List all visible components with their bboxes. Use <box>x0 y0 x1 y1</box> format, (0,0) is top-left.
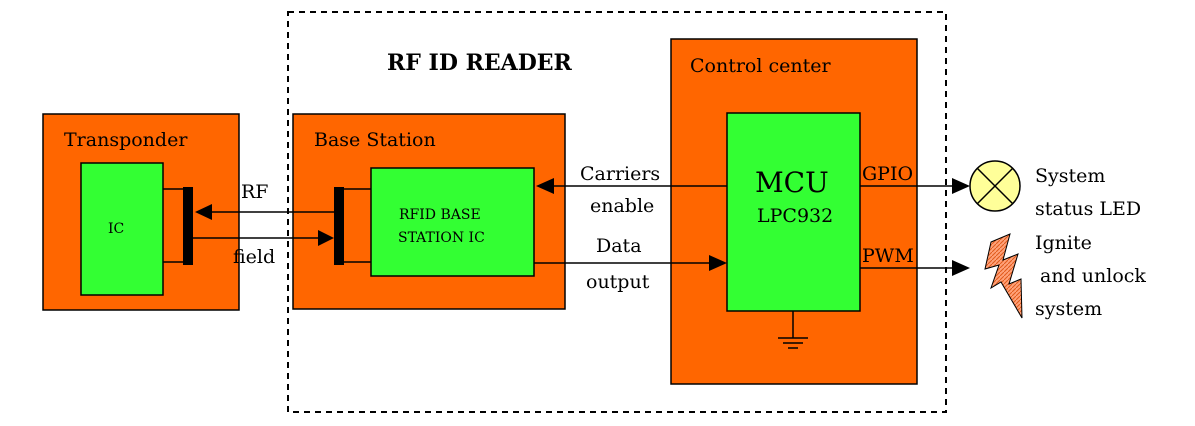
mcu-model: LPC932 <box>757 205 833 227</box>
rf-field-arrowhead-left <box>195 204 212 220</box>
transponder-ic-label: IC <box>108 221 124 237</box>
rf-field-label-line1: RF <box>241 181 269 203</box>
rfid-base-station-ic-line2: STATION IC <box>398 230 485 246</box>
transponder-antenna <box>183 187 193 265</box>
data-output-label-line2: output <box>586 271 650 293</box>
ignite-label-line3: system <box>1035 298 1102 320</box>
gpio-arrowhead <box>952 178 970 194</box>
status-led-icon <box>969 160 1021 212</box>
control-center-label: Control center <box>690 55 831 77</box>
transponder-ic <box>80 162 164 296</box>
rfid-reader-title: RF ID READER <box>387 50 573 76</box>
ground-icon <box>778 337 808 349</box>
rf-field-arrowhead-right <box>318 230 334 246</box>
base-station-antenna <box>334 187 344 265</box>
carriers-enable-arrowhead <box>536 178 554 194</box>
pwm-arrowhead <box>952 260 970 276</box>
gpio-pin-label: GPIO <box>862 163 913 185</box>
mcu-label: MCU <box>755 166 829 199</box>
base-station-label: Base Station <box>314 129 436 151</box>
led-label-line2: status LED <box>1035 198 1141 220</box>
carriers-label-line2: enable <box>590 195 654 217</box>
rfid-base-station-ic-line1: RFID BASE <box>399 207 481 223</box>
mcu-chip <box>726 112 861 312</box>
control-center-block <box>670 38 918 385</box>
data-output-label-line1: Data <box>596 235 642 257</box>
pwm-pin-label: PWM <box>862 245 914 267</box>
carriers-label-line1: Carriers <box>580 163 660 185</box>
data-output-arrowhead <box>709 255 727 271</box>
ignite-label-line1: Ignite <box>1035 232 1092 254</box>
led-label-line1: System <box>1035 165 1105 187</box>
rfid-base-station-ic <box>370 167 535 277</box>
transponder-label: Transponder <box>64 129 188 151</box>
lightning-bolt-icon <box>984 233 1023 319</box>
rf-field-label-line2: field <box>233 246 275 268</box>
ignite-label-line2: and unlock <box>1040 265 1146 287</box>
